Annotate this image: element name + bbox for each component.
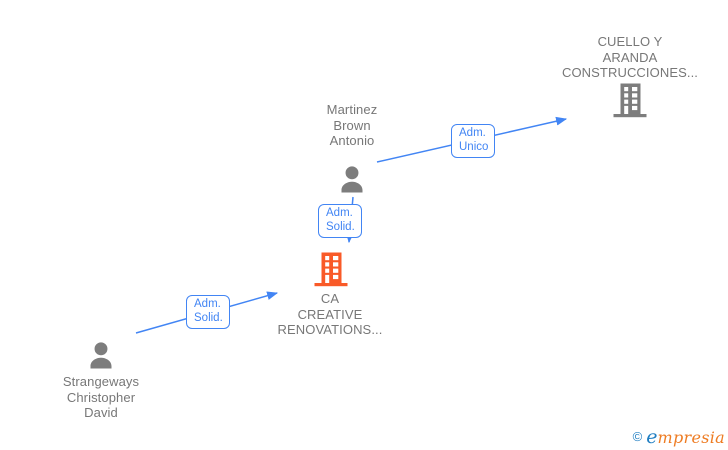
brand-text: mpresia: [657, 428, 725, 447]
node-label-line: CA: [320, 291, 340, 306]
edge-label-line: Adm.: [326, 207, 353, 219]
node-strangeways-christopher-david[interactable]: Strangeways Christopher David: [21, 374, 181, 421]
building-icon[interactable]: [311, 250, 351, 295]
node-label-line: CREATIVE: [297, 306, 363, 322]
empresia-logo[interactable]: ©empresia: [633, 426, 725, 448]
copyright-icon: ©: [632, 429, 643, 444]
node-label-line: ARANDA: [602, 49, 658, 65]
edge-label-line: Adm.: [194, 298, 221, 310]
building-icon[interactable]: [610, 81, 650, 126]
node-ca-creative-renovations[interactable]: CA CREATIVE RENOVATIONS...: [255, 291, 405, 338]
edge-label-line: Adm.: [459, 127, 486, 139]
edge-label-adm-solid-strangeways: Adm. Solid.: [186, 295, 230, 329]
node-martinez-brown-antonio[interactable]: Martinez Brown Antonio: [282, 102, 422, 149]
person-icon[interactable]: [334, 161, 370, 202]
node-label-line: CUELLO Y: [597, 34, 663, 49]
edge-label-line: Solid.: [326, 220, 355, 233]
node-label-line: RENOVATIONS...: [277, 322, 383, 337]
brand-letter-e: e: [646, 426, 658, 448]
person-icon[interactable]: [83, 337, 119, 378]
edge-label-line: Solid.: [194, 311, 223, 324]
node-cuello-y-aranda[interactable]: CUELLO Y ARANDA CONSTRUCCIONES...: [545, 34, 715, 81]
node-label-line: Brown: [333, 117, 371, 133]
node-label-line: Strangeways: [62, 374, 140, 389]
node-label-line: David: [84, 405, 118, 420]
edge-label-line: Unico: [459, 140, 489, 153]
node-label-line: Antonio: [329, 133, 375, 148]
edge-label-adm-solid-martinez: Adm. Solid.: [318, 204, 362, 238]
node-label-line: CONSTRUCCIONES...: [561, 65, 699, 80]
edge-label-adm-unico: Adm. Unico: [451, 124, 496, 158]
node-label-line: Martinez: [326, 102, 378, 117]
node-label-line: Christopher: [66, 389, 136, 405]
